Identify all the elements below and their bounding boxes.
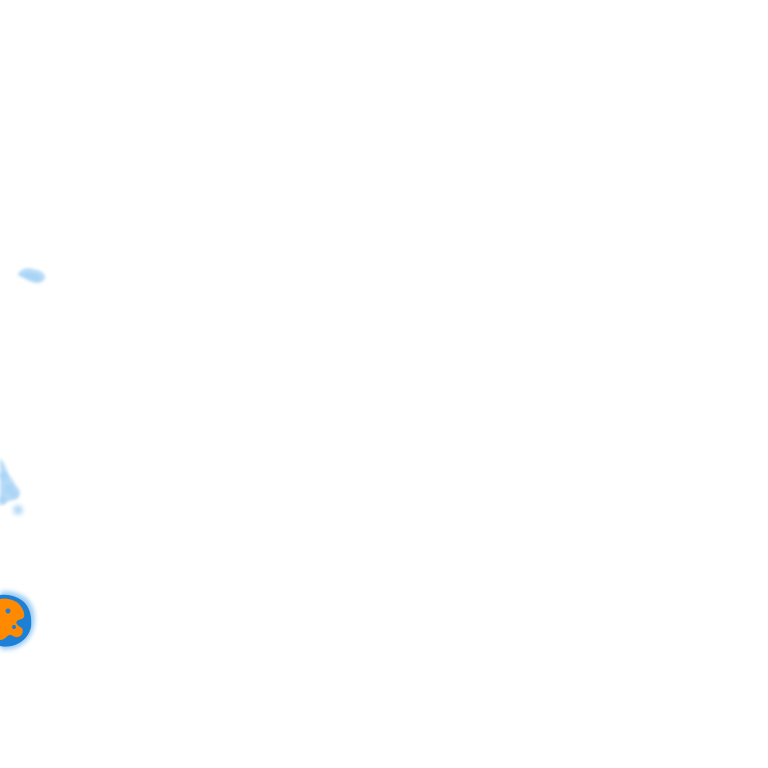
precip-cluster-low: [0, 458, 23, 515]
precip-patch-low: [18, 268, 45, 283]
storm-cell-high: [0, 591, 35, 650]
